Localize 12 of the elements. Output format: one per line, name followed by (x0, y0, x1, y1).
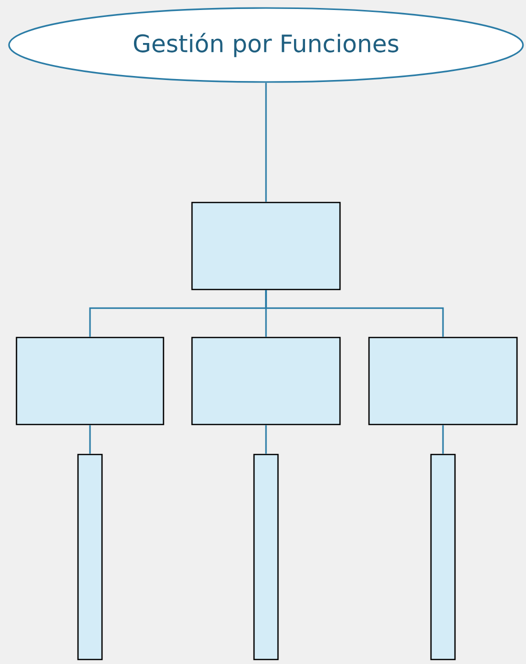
org-box (16, 336, 164, 426)
column-bar (430, 454, 456, 660)
org-box (368, 336, 518, 426)
connector-line (265, 82, 267, 202)
connector-line (89, 425, 91, 454)
org-box (191, 202, 341, 290)
column-bar (77, 454, 103, 660)
org-box (191, 336, 341, 426)
connector-line (265, 425, 267, 454)
column-bar (253, 454, 279, 660)
connector-line (442, 425, 444, 454)
connector-line (265, 290, 444, 337)
